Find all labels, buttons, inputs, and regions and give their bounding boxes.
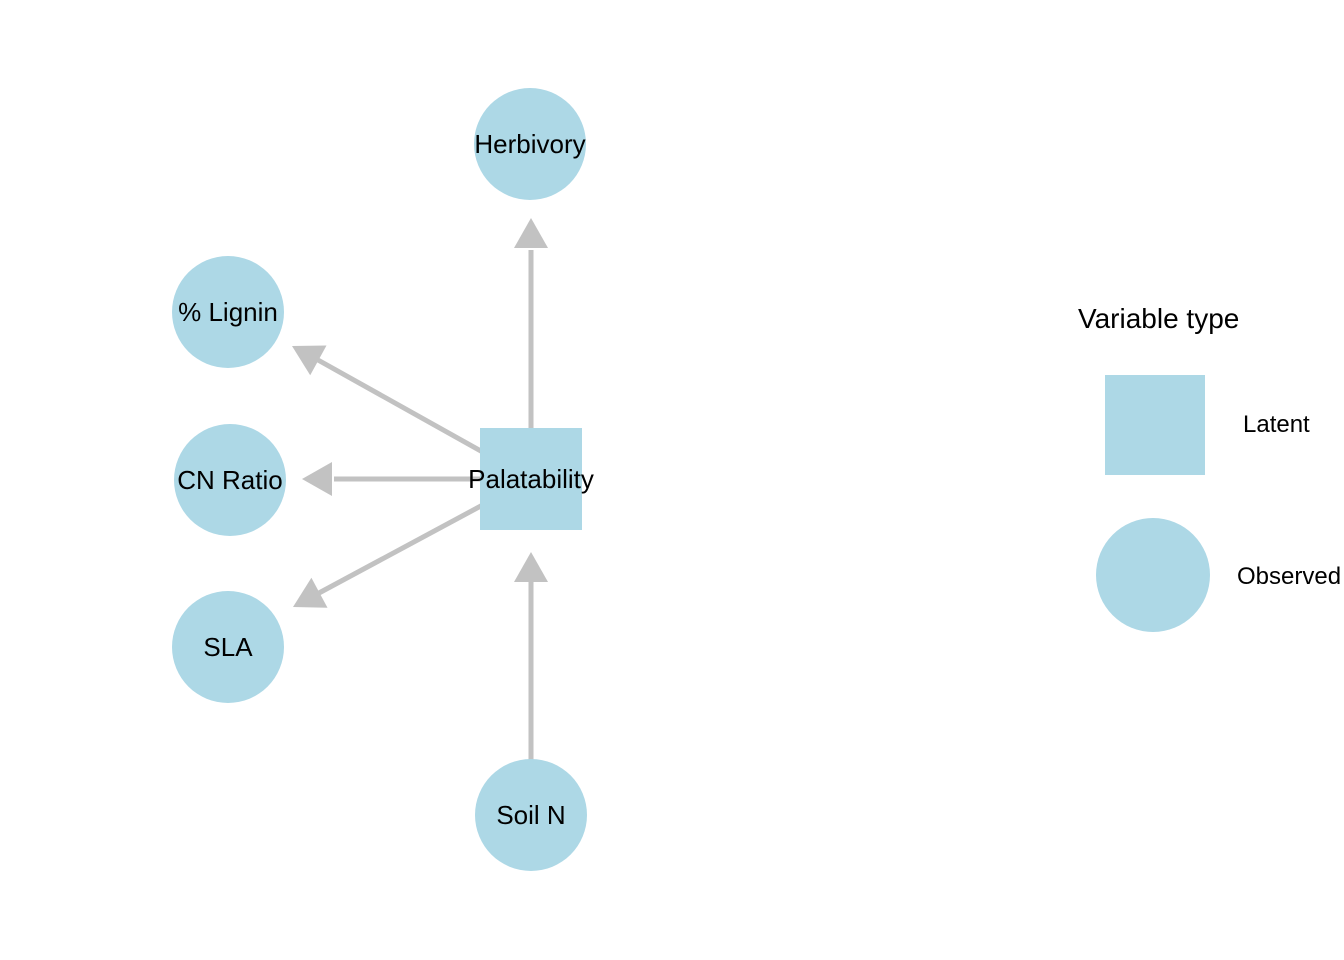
arrowhead-cnratio: [302, 462, 332, 496]
node-sla-label: SLA: [203, 632, 253, 662]
legend-label-latent: Latent: [1243, 411, 1310, 438]
arrowhead-herbivory: [514, 218, 548, 248]
legend-square-swatch: [1105, 375, 1205, 475]
node-lignin: % Lignin: [172, 256, 284, 368]
node-soil-n: Soil N: [475, 759, 587, 871]
node-lignin-label: % Lignin: [178, 297, 278, 327]
node-herbivory-label: Herbivory: [474, 129, 586, 159]
arrowhead-lignin: [292, 345, 327, 376]
node-cn-ratio: CN Ratio: [174, 424, 286, 536]
node-soil-n-label: Soil N: [496, 800, 566, 830]
legend-circle-swatch: [1096, 518, 1210, 632]
legend-title: Variable type: [1078, 303, 1240, 334]
arrowhead-palatability: [514, 552, 548, 582]
arrowhead-sla: [293, 577, 328, 608]
node-palatability: Palatability: [468, 428, 594, 530]
node-palatability-label: Palatability: [468, 464, 594, 494]
node-cn-ratio-label: CN Ratio: [177, 465, 283, 495]
node-sla: SLA: [172, 591, 284, 703]
legend-label-observed: Observed: [1237, 563, 1342, 590]
node-herbivory: Herbivory: [474, 88, 586, 200]
